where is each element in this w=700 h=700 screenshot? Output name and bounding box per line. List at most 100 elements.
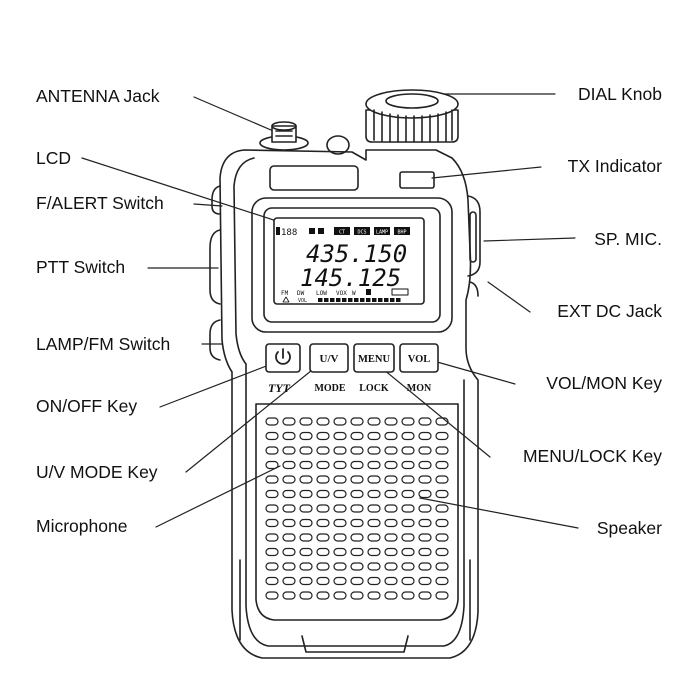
lcd-indicator-label: LAMP <box>376 230 388 236</box>
grille-slot <box>435 547 449 557</box>
grille-slot <box>418 431 432 441</box>
lcd-vol-segment <box>348 298 353 302</box>
grille-slot <box>435 591 449 600</box>
grille-slot <box>401 504 415 513</box>
menu-key-label: MENU <box>358 354 390 365</box>
menu-key[interactable] <box>353 343 395 373</box>
uv-key[interactable] <box>309 343 349 373</box>
grille-slot <box>367 446 381 455</box>
lcd-freq-a: 435.150 <box>306 240 407 268</box>
grille-slot <box>401 489 415 499</box>
grille-slot <box>282 576 296 586</box>
grille-slot <box>435 518 449 528</box>
grille-slot <box>299 591 313 600</box>
grille-slot <box>350 518 364 528</box>
grille-slot <box>401 460 415 470</box>
grille-slot <box>367 417 381 426</box>
grille-slot <box>384 547 398 557</box>
label-lamp-fm-switch: LAMP/FM Switch <box>36 334 171 354</box>
grille-slot <box>299 504 313 513</box>
key-sub-lock: LOCK <box>359 383 389 394</box>
grille-slot <box>316 518 330 528</box>
lcd-indicator-box <box>334 227 350 235</box>
radio-body-outline <box>219 149 479 659</box>
grille-slot <box>316 489 330 499</box>
grille-slot <box>367 562 381 571</box>
label-vol-mon-key: VOL/MON Key <box>546 373 662 393</box>
lcd-vol-segment <box>336 298 341 302</box>
grille-slot <box>418 504 432 513</box>
grille-slot <box>418 562 432 571</box>
grille-slot <box>333 446 347 455</box>
grille-slot <box>316 431 330 441</box>
grille-slot <box>316 417 330 426</box>
grille-slot <box>282 547 296 557</box>
grille-slot <box>350 547 364 557</box>
grille-slot <box>282 489 296 499</box>
lcd-bezel <box>251 197 453 333</box>
lcd-vol-segment <box>384 298 389 302</box>
lcd-lock-icon <box>366 289 371 295</box>
grille-slot <box>333 591 347 600</box>
label-tx-indicator: TX Indicator <box>567 156 662 176</box>
lcd-vol-label: VOL <box>298 298 307 304</box>
grille-slot <box>299 533 313 542</box>
label-speaker: Speaker <box>596 518 662 538</box>
lcd-vol-segment <box>342 298 347 302</box>
grille-slot <box>299 547 313 557</box>
lcd-vol-segment <box>318 298 323 302</box>
lcd-screen <box>273 217 425 305</box>
lcd-flag <box>276 227 280 235</box>
grille-slot <box>333 518 347 528</box>
grille-slot <box>265 489 279 499</box>
speaker-grille <box>265 417 449 600</box>
lcd-status-item: VOX <box>336 290 347 297</box>
leader-uv-mode <box>185 361 323 473</box>
grille-slot <box>316 576 330 586</box>
grille-slot <box>265 504 279 513</box>
grille-slot <box>333 489 347 499</box>
label-ptt-switch: PTT Switch <box>36 257 126 277</box>
lcd-vol-segment <box>324 298 329 302</box>
lcd-status-item: LOW <box>316 290 327 297</box>
grille-slot <box>316 547 330 557</box>
lcd-indicator-label: DCS <box>357 230 366 236</box>
vol-key[interactable] <box>399 343 439 373</box>
lcd-vol-segment <box>354 298 359 302</box>
label-sp-mic: SP. MIC. <box>594 229 662 249</box>
grille-slot <box>384 431 398 441</box>
leader-lcd <box>81 157 287 225</box>
grille-slot <box>265 475 279 484</box>
label-antenna-jack: ANTENNA Jack <box>36 86 160 106</box>
grille-slot <box>265 576 279 586</box>
grille-slot <box>384 576 398 586</box>
grille-slot <box>384 504 398 513</box>
lcd-vol-segment <box>378 298 383 302</box>
grille-slot <box>418 417 432 426</box>
grille-slot <box>367 576 381 586</box>
leader-speaker <box>419 497 579 529</box>
label-dial-knob: DIAL Knob <box>578 84 662 104</box>
grille-slot <box>418 460 432 470</box>
bottom-clip <box>301 635 409 653</box>
grille-slot <box>282 460 296 470</box>
grille-slot <box>265 547 279 557</box>
grille-slot <box>418 489 432 499</box>
grille-slot <box>265 417 279 426</box>
lcd-indicator-label: CT <box>339 230 345 236</box>
speaker-panel <box>255 403 459 621</box>
grille-slot <box>282 475 296 484</box>
grille-slot <box>265 562 279 571</box>
grille-slot <box>401 446 415 455</box>
grille-slot <box>401 417 415 426</box>
grille-slot <box>435 417 449 426</box>
lcd-vol-segment <box>372 298 377 302</box>
grille-slot <box>367 591 381 600</box>
grille-slot <box>333 431 347 441</box>
grille-slot <box>435 562 449 571</box>
vol-key-label: VOL <box>408 354 431 365</box>
grille-slot <box>333 547 347 557</box>
grille-slot <box>435 446 449 455</box>
